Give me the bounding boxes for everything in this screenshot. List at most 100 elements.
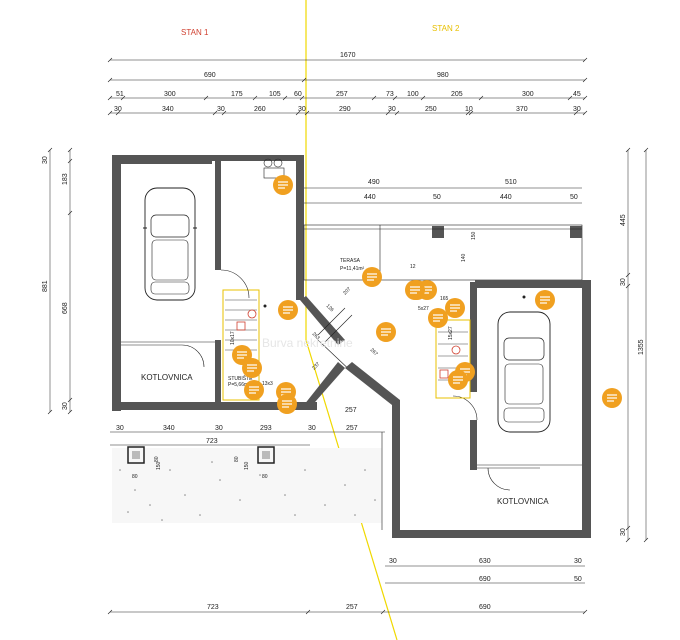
note-marker-icon[interactable] <box>602 388 622 408</box>
note-marker-icon[interactable] <box>277 394 297 414</box>
svg-text:260: 260 <box>254 106 266 113</box>
terasa-label: TERASA <box>340 258 361 264</box>
svg-text:140: 140 <box>461 253 467 262</box>
svg-text:73: 73 <box>386 91 394 98</box>
right-unit: 12 165 5x27 15x27 KOTLOVNICA <box>345 264 591 538</box>
svg-text:30: 30 <box>388 106 396 113</box>
bottom-dimensions: 723 257 690 <box>107 604 588 615</box>
svg-text:30: 30 <box>573 106 581 113</box>
note-marker-icon[interactable] <box>242 358 262 378</box>
svg-text:150: 150 <box>471 231 477 240</box>
svg-text:175: 175 <box>231 91 243 98</box>
svg-text:165: 165 <box>440 296 449 302</box>
svg-text:668: 668 <box>62 302 69 314</box>
svg-text:30: 30 <box>298 106 306 113</box>
svg-text:370: 370 <box>516 106 528 113</box>
svg-text:30: 30 <box>217 106 225 113</box>
svg-text:10: 10 <box>465 106 473 113</box>
svg-text:723: 723 <box>206 438 218 445</box>
svg-text:45: 45 <box>573 91 581 98</box>
svg-text:300: 300 <box>164 91 176 98</box>
dim-total: 1670 <box>340 52 356 59</box>
note-marker-icon[interactable] <box>376 322 396 342</box>
svg-text:881: 881 <box>42 280 49 292</box>
car-icon-right <box>497 311 551 433</box>
svg-text:60: 60 <box>294 91 302 98</box>
note-marker-icon[interactable] <box>535 290 555 310</box>
svg-text:15x27: 15x27 <box>448 326 454 340</box>
svg-text:30: 30 <box>114 106 122 113</box>
terrace: 490 510 440 50 440 50 140 150 TERASA P=1… <box>303 179 583 281</box>
svg-text:50: 50 <box>574 576 582 583</box>
svg-text:690: 690 <box>479 604 491 611</box>
svg-text:50: 50 <box>570 194 578 201</box>
note-marker-icon[interactable] <box>278 300 298 320</box>
svg-text:250: 250 <box>425 106 437 113</box>
note-marker-icon[interactable] <box>273 175 293 195</box>
svg-text:237: 237 <box>311 361 321 371</box>
svg-text:80: 80 <box>154 456 160 462</box>
svg-text:300: 300 <box>522 91 534 98</box>
svg-text:80: 80 <box>132 474 138 480</box>
watermark: Burva nekretnine <box>262 336 353 350</box>
svg-text:263: 263 <box>311 331 321 341</box>
svg-text:13x3: 13x3 <box>262 381 273 387</box>
note-marker-icon[interactable] <box>445 298 465 318</box>
svg-text:30: 30 <box>389 558 397 565</box>
svg-text:80: 80 <box>234 456 240 462</box>
svg-text:723: 723 <box>207 604 219 611</box>
note-marker-icon[interactable] <box>405 280 425 300</box>
kotlovnica-left-label: KOTLOVNICA <box>141 373 193 382</box>
stan1-label: STAN 1 <box>181 28 209 37</box>
dim-left-total: 690 <box>204 72 216 79</box>
left-unit: KOTLOVNICA STUBIŠTE P=5,66m² 10x17 13x3 <box>112 155 356 411</box>
svg-text:5x27: 5x27 <box>418 306 429 312</box>
svg-text:1355: 1355 <box>638 339 645 355</box>
note-marker-icon[interactable] <box>428 308 448 328</box>
svg-text:30: 30 <box>620 528 627 536</box>
svg-text:150: 150 <box>244 461 250 470</box>
left-vertical-dimensions: 30 183 881 668 30 <box>42 147 73 415</box>
svg-text:257: 257 <box>336 91 348 98</box>
svg-text:30: 30 <box>620 278 627 286</box>
svg-text:100: 100 <box>407 91 419 98</box>
note-markers <box>232 175 622 414</box>
svg-text:440: 440 <box>500 194 512 201</box>
yard-area: 30 340 30 293 30 257 723 150 80 80 150 8… <box>110 425 385 530</box>
svg-text:80: 80 <box>262 474 268 480</box>
svg-text:183: 183 <box>62 173 69 185</box>
right-vertical-dimensions: 445 30 1355 30 <box>620 147 649 543</box>
svg-text:10x17: 10x17 <box>230 331 236 345</box>
svg-text:30: 30 <box>42 156 49 164</box>
svg-text:30: 30 <box>62 402 69 410</box>
svg-text:207: 207 <box>342 286 352 296</box>
lower-right-dimensions: 30 630 30 690 50 <box>385 558 585 584</box>
diagonal-dimensions: 126 207 263 267 237 257 <box>311 286 379 414</box>
stubiste-area-label: P=5,66m² <box>228 382 250 388</box>
svg-text:257: 257 <box>345 407 357 414</box>
stan2-label: STAN 2 <box>432 24 460 33</box>
terasa-area-label: P=11,41m² <box>340 266 365 272</box>
note-marker-icon[interactable] <box>362 267 382 287</box>
svg-text:126: 126 <box>325 303 335 313</box>
top-dimensions: 1670 690 980 51 300 175 105 60 257 73 10… <box>107 52 588 116</box>
svg-text:340: 340 <box>163 425 175 432</box>
svg-text:690: 690 <box>479 576 491 583</box>
svg-text:150: 150 <box>156 461 162 470</box>
kotlovnica-right-label: KOTLOVNICA <box>497 497 549 506</box>
svg-text:105: 105 <box>269 91 281 98</box>
svg-text:30: 30 <box>116 425 124 432</box>
stubiste-label: STUBIŠTE <box>228 375 253 382</box>
svg-text:340: 340 <box>162 106 174 113</box>
svg-text:490: 490 <box>368 179 380 186</box>
svg-text:290: 290 <box>339 106 351 113</box>
svg-text:257: 257 <box>346 425 358 432</box>
svg-text:293: 293 <box>260 425 272 432</box>
note-marker-icon[interactable] <box>244 380 264 400</box>
svg-text:30: 30 <box>308 425 316 432</box>
svg-text:50: 50 <box>433 194 441 201</box>
svg-text:205: 205 <box>451 91 463 98</box>
note-marker-icon[interactable] <box>448 370 468 390</box>
svg-text:30: 30 <box>215 425 223 432</box>
